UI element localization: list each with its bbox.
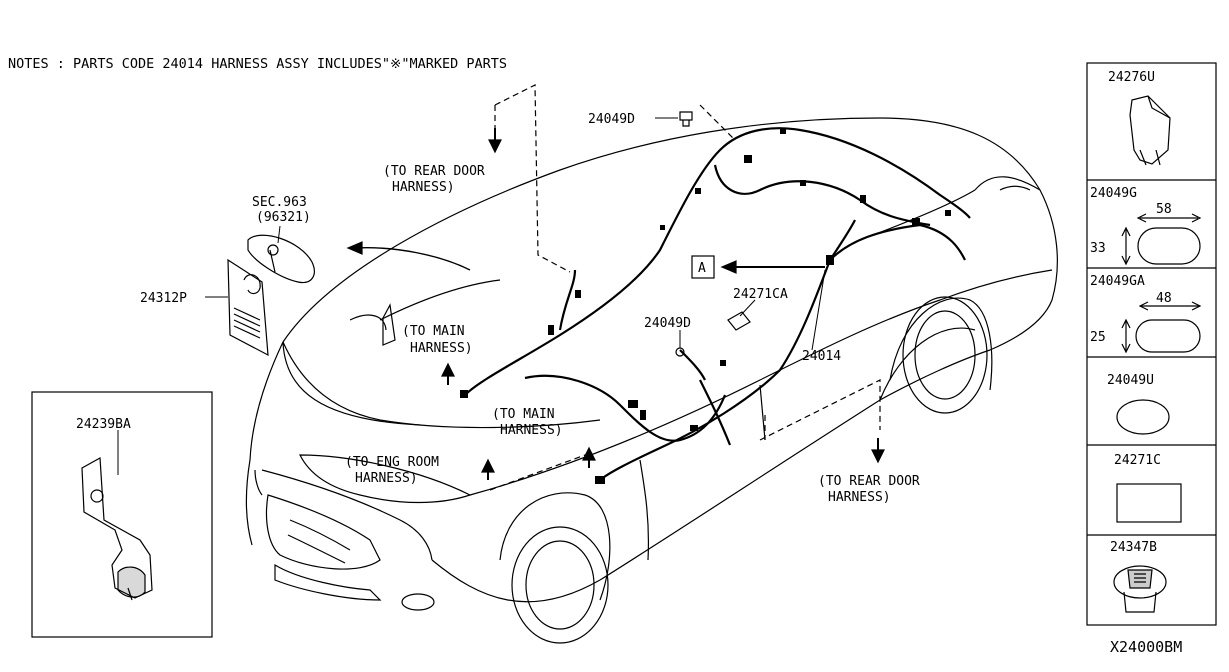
callout-main-center-line2: HARNESS) (500, 423, 563, 438)
callout-rear-door-top-line1: (TO REAR DOOR (383, 164, 485, 179)
direction-arrows (346, 128, 885, 480)
callout-eng-room-line1: (TO ENG ROOM (345, 455, 439, 470)
panel-height-24049ga: 25 (1090, 330, 1106, 345)
label-plate-24271c (1116, 483, 1182, 523)
label-24049d-top: 24049D (588, 112, 635, 127)
view-a-label: A (698, 261, 706, 276)
notes-text: NOTES : PARTS CODE 24014 HARNESS ASSY IN… (8, 56, 507, 72)
inset-box-24239ba (31, 391, 213, 638)
bracket-24239ba (81, 457, 153, 601)
callout-main-left-line2: HARNESS) (410, 341, 473, 356)
hanger-tag-24312p (227, 258, 269, 357)
panel-width-24049ga: 48 (1156, 291, 1172, 306)
bolt-24049d (679, 111, 693, 127)
rear-view-mirror (247, 234, 315, 284)
callout-rear-door-top-line2: HARNESS) (392, 180, 455, 195)
car-body (245, 117, 1058, 644)
grommet-24049ga (1121, 301, 1202, 354)
grommet-24049u (1116, 399, 1170, 435)
dashed-leaders (489, 84, 881, 491)
label-24271ca: 24271CA (733, 287, 788, 302)
label-24014: 24014 (802, 349, 841, 364)
view-a-box (691, 255, 715, 279)
panel-width-24049g: 58 (1156, 202, 1172, 217)
callout-main-left-line1: (TO MAIN (402, 324, 465, 339)
label-24312p: 24312P (140, 291, 187, 306)
panel-code-24347b: 24347B (1110, 540, 1157, 555)
wire-harness (464, 127, 971, 481)
panel-code-24271c: 24271C (1114, 453, 1161, 468)
sec-label-line2: (96321) (256, 210, 311, 225)
panel-code-24276u: 24276U (1108, 70, 1155, 85)
callout-rear-door-bottom-line2: HARNESS) (828, 490, 891, 505)
bracket-24276u (1129, 95, 1171, 166)
panel-code-24049g: 24049G (1090, 186, 1137, 201)
callout-main-center-line1: (TO MAIN (492, 407, 555, 422)
callout-eng-room-line2: HARNESS) (355, 471, 418, 486)
diagram-code: X24000BM (1110, 638, 1182, 656)
label-24239ba: 24239BA (76, 417, 131, 432)
panel-code-24049ga: 24049GA (1090, 274, 1145, 289)
panel-height-24049g: 33 (1090, 241, 1106, 256)
clip-24271ca (727, 311, 751, 331)
grommet-24049g (1121, 213, 1202, 266)
label-24049d-mid: 24049D (644, 316, 691, 331)
harness-connectors (460, 128, 951, 484)
panel-code-24049u: 24049U (1107, 373, 1154, 388)
sec-label-line1: SEC.963 (252, 195, 307, 210)
callout-rear-door-bottom-line1: (TO REAR DOOR (818, 474, 920, 489)
grommet-24347b (1113, 565, 1167, 613)
label-leaders (117, 117, 826, 475)
parts-panel (1086, 62, 1217, 626)
